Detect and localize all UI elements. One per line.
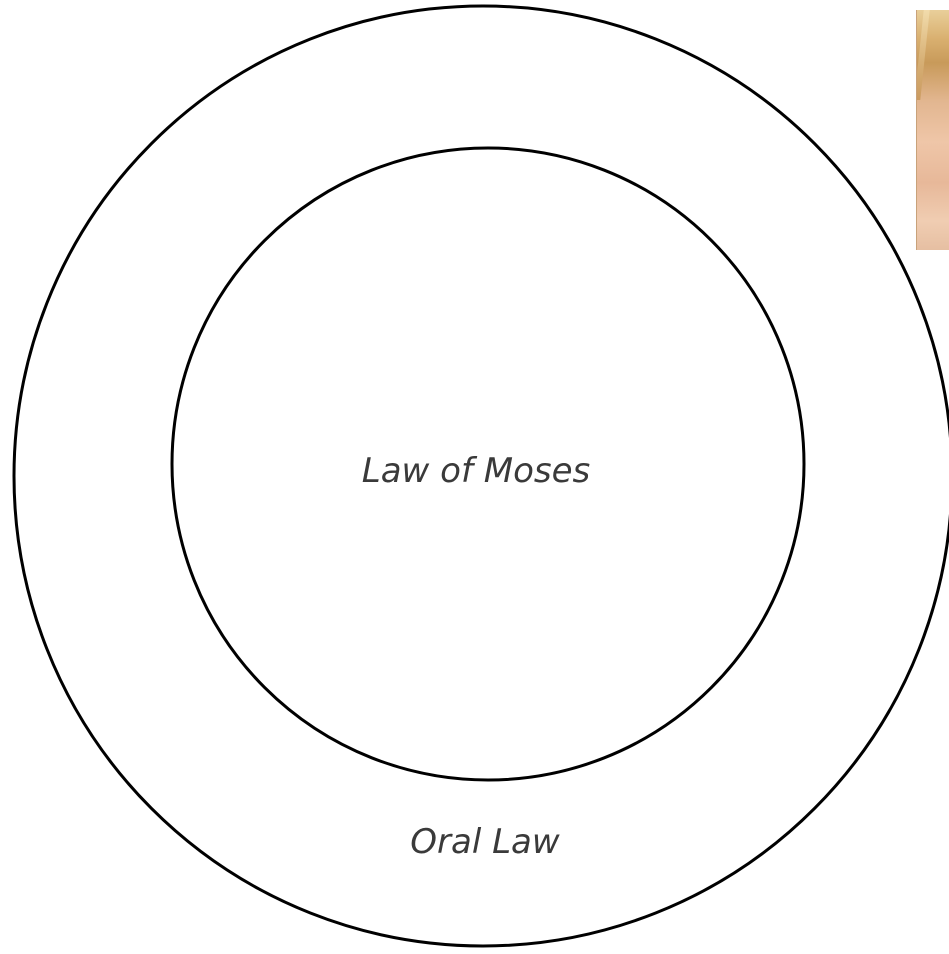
corner-photo-fragment (916, 10, 949, 250)
outer-ring-label: Oral Law (410, 822, 560, 862)
photo-highlight (916, 10, 930, 100)
inner-circle-label: Law of Moses (362, 451, 590, 491)
